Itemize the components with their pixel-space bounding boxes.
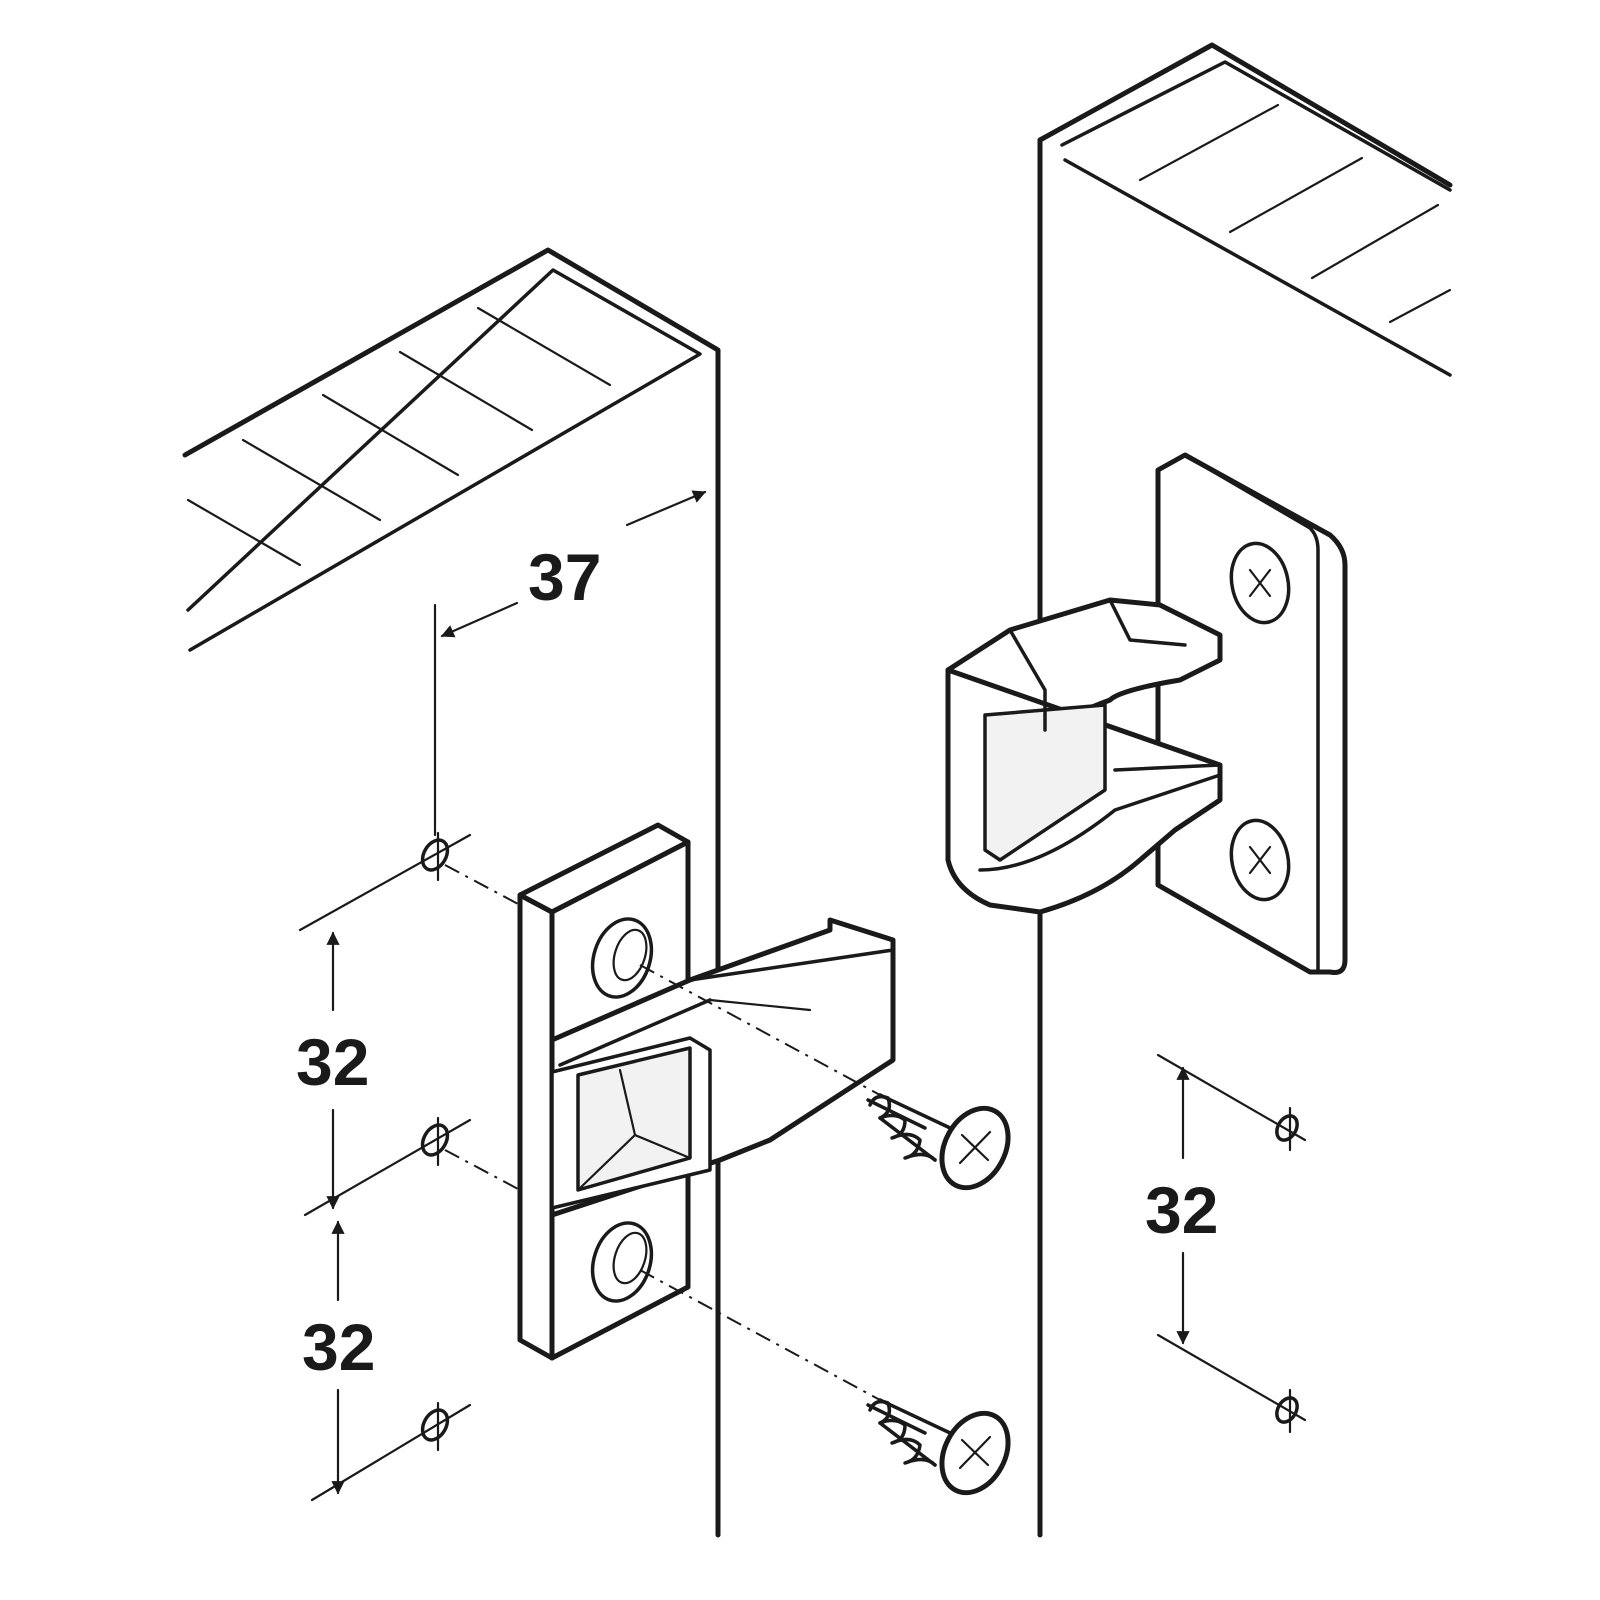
phillips-head-icon [1248, 845, 1272, 875]
phillips-head-icon [1248, 568, 1272, 598]
left-bracket [517, 822, 896, 1401]
setback-dimension: 37 [433, 490, 707, 837]
bracket-hole-top [590, 917, 654, 999]
phillips-head-icon [958, 1130, 992, 1165]
right-bracket [945, 452, 1348, 975]
drill-hole-right-top [1275, 1114, 1299, 1142]
bracket-hole-bottom [590, 1221, 654, 1303]
drill-hole-top [420, 838, 450, 872]
drill-hole-middle [420, 1123, 450, 1157]
phillips-head-icon [958, 1435, 992, 1470]
screw-lower [866, 1398, 1011, 1496]
left-spacing-dimension: 32 32 [296, 931, 375, 1495]
right-spacing-value: 32 [1145, 1173, 1218, 1247]
left-spacing-lower-value: 32 [302, 1310, 375, 1384]
setback-value: 37 [528, 540, 601, 614]
drill-hole-bottom [420, 1408, 450, 1442]
right-spacing-dimension: 32 [1145, 1066, 1218, 1345]
left-spacing-upper-value: 32 [296, 1025, 369, 1099]
left-cabinet-panel [182, 247, 721, 1538]
screw-upper [866, 1093, 1011, 1191]
